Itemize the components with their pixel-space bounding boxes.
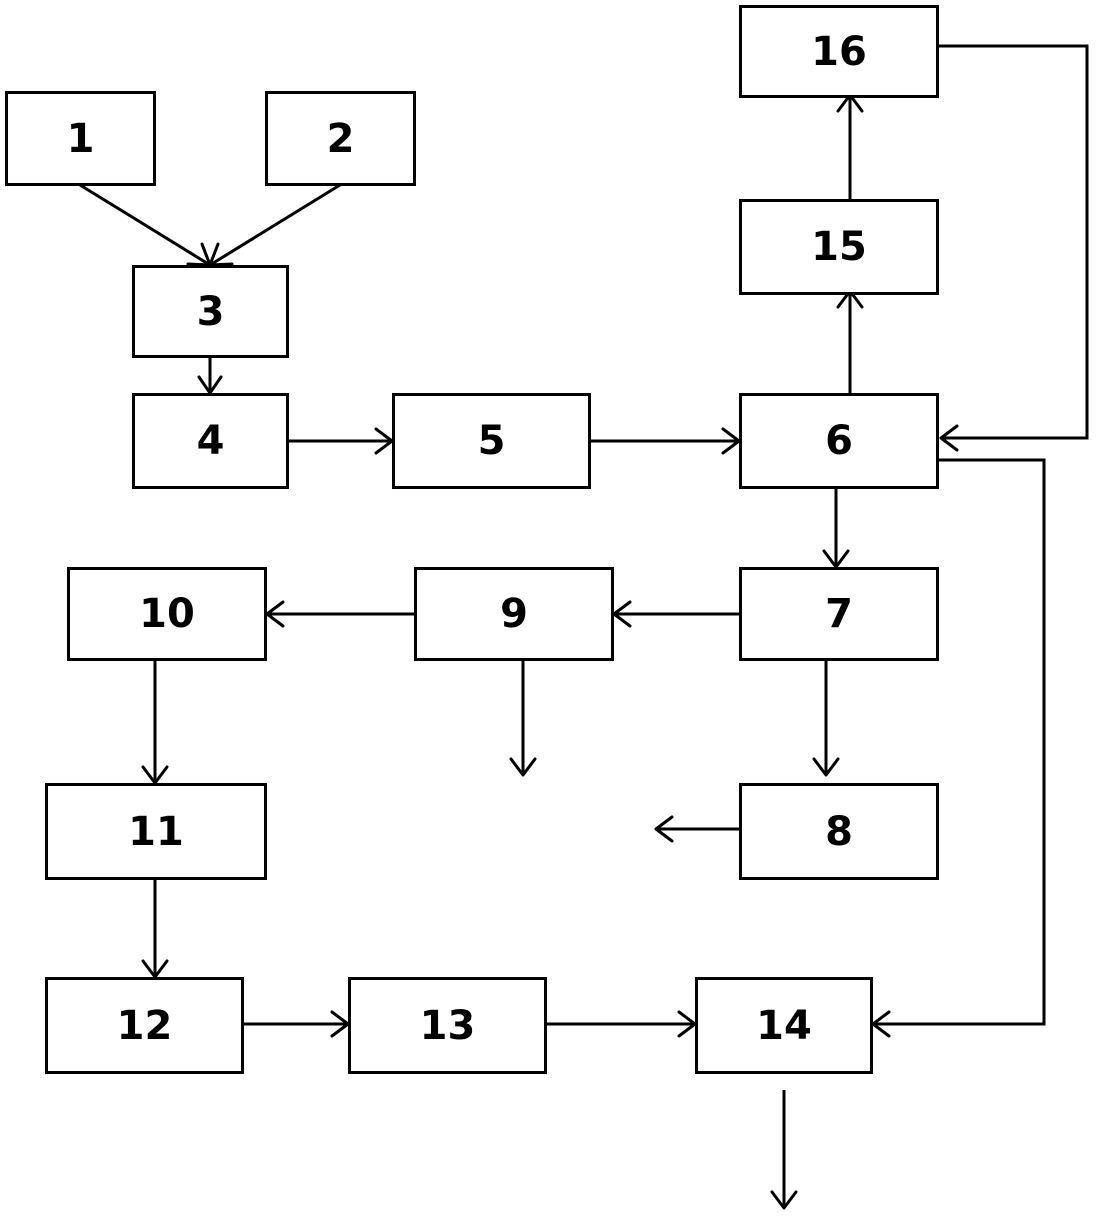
block-10: 10 bbox=[67, 567, 267, 661]
block-14: 14 bbox=[695, 977, 873, 1074]
block-7: 7 bbox=[739, 567, 939, 661]
arrow-2-to-3 bbox=[209, 183, 341, 267]
block-8: 8 bbox=[739, 783, 939, 880]
block-1: 1 bbox=[5, 91, 156, 186]
block-2: 2 bbox=[265, 91, 416, 186]
arrowhead bbox=[612, 600, 632, 628]
arrowhead bbox=[265, 600, 285, 628]
block-16: 16 bbox=[739, 5, 939, 98]
arrow-6-to-14 bbox=[873, 458, 1046, 1026]
block-5: 5 bbox=[392, 393, 591, 489]
arrow-1-to-3 bbox=[79, 183, 211, 267]
block-12: 12 bbox=[45, 977, 244, 1074]
arrowhead bbox=[939, 424, 959, 452]
arrowhead bbox=[871, 1010, 891, 1038]
block-11: 11 bbox=[45, 783, 267, 880]
arrowhead bbox=[770, 1190, 798, 1210]
arrowhead bbox=[812, 757, 840, 777]
arrowhead bbox=[654, 815, 674, 843]
arrowhead bbox=[509, 757, 537, 777]
block-15: 15 bbox=[739, 199, 939, 295]
arrow-16-to-6 bbox=[938, 44, 1089, 440]
block-6: 6 bbox=[739, 393, 939, 489]
block-9: 9 bbox=[414, 567, 614, 661]
block-13: 13 bbox=[348, 977, 547, 1074]
block-4: 4 bbox=[132, 393, 289, 489]
block-3: 3 bbox=[132, 265, 289, 358]
